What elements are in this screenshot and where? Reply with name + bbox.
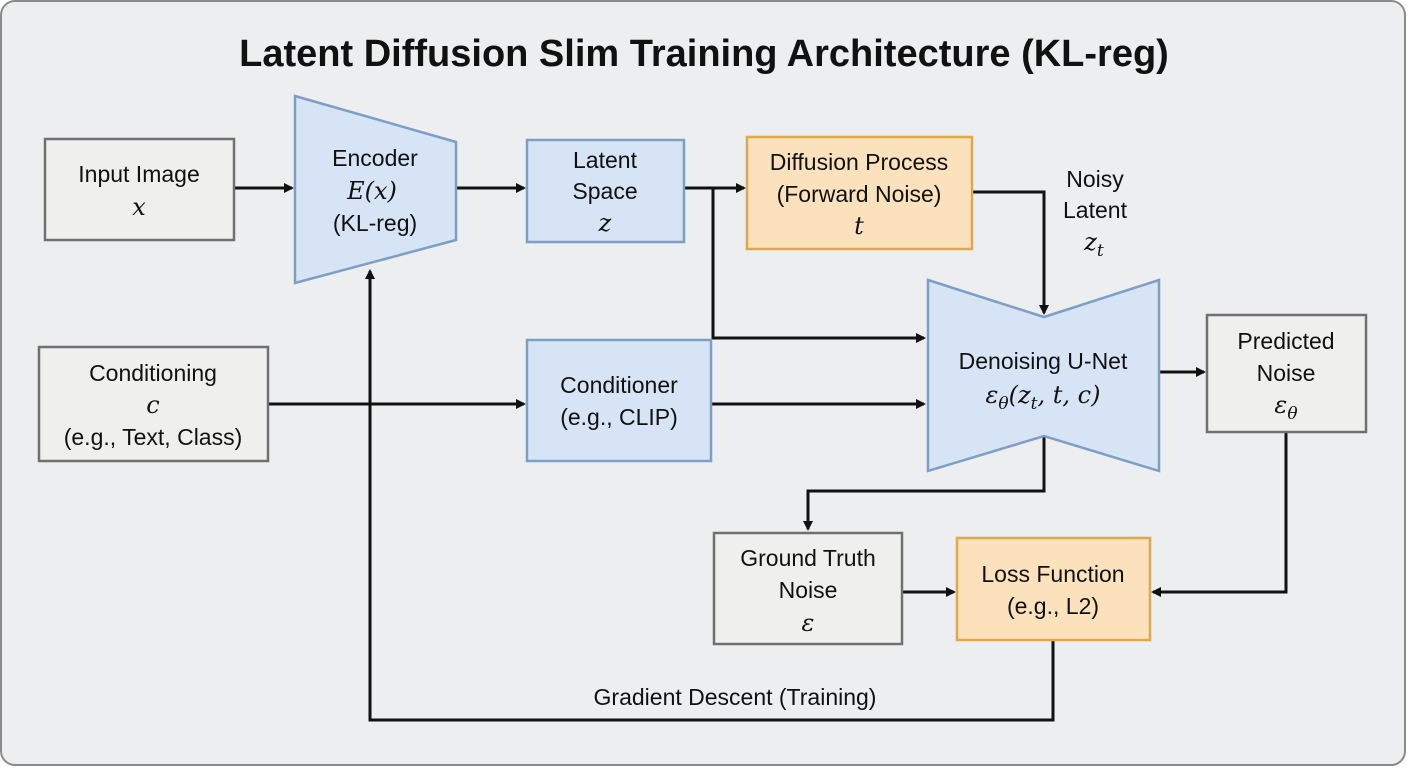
- node-predicted-noise: Predicted Noise εθ: [1205, 313, 1368, 434]
- ground-truth-line2: Noise: [779, 577, 838, 603]
- gradient-descent-label: Gradient Descent (Training): [594, 684, 877, 710]
- input-image-symbol: x: [132, 193, 146, 221]
- edge-gradient-feedback: [365, 269, 1055, 722]
- predicted-noise-box: [1205, 313, 1368, 434]
- noisy-latent-symbol: zt: [1083, 228, 1104, 261]
- edges: [234, 183, 1288, 722]
- predicted-noise-symbol: εθ: [1274, 391, 1297, 424]
- latent-space-symbol: z: [598, 209, 612, 237]
- loss-label: Loss Function: [981, 561, 1124, 587]
- encoder-note: (KL-reg): [333, 210, 417, 236]
- node-encoder: Encoder E(x) (KL-reg): [293, 94, 458, 285]
- edge-diffusion-to-unet: [972, 190, 1049, 315]
- diffusion-box: [745, 135, 974, 251]
- node-latent-space: Latent Space z: [525, 138, 686, 244]
- node-conditioner: Conditioner (e.g., CLIP): [525, 338, 713, 463]
- predicted-noise-eps: ε: [1274, 391, 1287, 419]
- node-input-image: Input Image x: [43, 137, 236, 242]
- unet-shape: [926, 278, 1161, 473]
- encoder-formula: E(x): [346, 177, 397, 205]
- latent-space-box: [525, 138, 686, 244]
- unet-z-subscript: t: [1031, 394, 1038, 414]
- predicted-noise-line2: Noise: [1257, 360, 1316, 386]
- encoder-label: Encoder: [332, 145, 418, 171]
- node-denoising-unet: Denoising U-Net εθ(zt, t, c): [926, 278, 1161, 473]
- node-loss-function: Loss Function (e.g., L2): [955, 536, 1152, 642]
- predicted-noise-line1: Predicted: [1237, 328, 1334, 354]
- ground-truth-box: [712, 531, 904, 646]
- node-ground-truth-noise: Ground Truth Noise ε: [712, 531, 904, 646]
- edge-unet-to-ground-truth: [803, 437, 1046, 531]
- input-image-label: Input Image: [78, 161, 199, 187]
- conditioning-symbol: c: [146, 391, 159, 419]
- conditioner-note: (e.g., CLIP): [560, 404, 678, 430]
- diffusion-line2: (Forward Noise): [777, 181, 942, 207]
- conditioner-label: Conditioner: [560, 372, 678, 398]
- unet-label: Denoising U-Net: [959, 348, 1128, 374]
- predicted-noise-subscript: θ: [1287, 404, 1297, 424]
- unet-args-rest: , t, c): [1038, 381, 1101, 409]
- unet-args-open: (: [1009, 381, 1019, 409]
- unet-z: z: [1017, 381, 1031, 409]
- loss-note: (e.g., L2): [1007, 593, 1099, 619]
- conditioning-box: [37, 345, 270, 463]
- node-conditioning: Conditioning c (e.g., Text, Class): [37, 345, 270, 463]
- noisy-latent-label: Noisy Latent zt: [1063, 166, 1128, 261]
- ground-truth-line1: Ground Truth: [740, 545, 876, 571]
- node-diffusion-process: Diffusion Process (Forward Noise) t: [745, 135, 974, 251]
- noisy-latent-line2: Latent: [1063, 197, 1128, 223]
- unet-formula: εθ(zt, t, c): [986, 381, 1101, 414]
- diffusion-line1: Diffusion Process: [770, 149, 949, 175]
- edge-predicted-to-loss: [1151, 432, 1288, 597]
- conditioning-label: Conditioning: [89, 360, 217, 386]
- diffusion-symbol: t: [854, 212, 864, 240]
- noisy-latent-line1: Noisy: [1066, 166, 1124, 192]
- conditioning-note: (e.g., Text, Class): [64, 424, 243, 450]
- input-image-box: [43, 137, 236, 242]
- latent-space-line1: Latent: [573, 147, 638, 173]
- conditioner-box: [525, 338, 713, 463]
- diagram-title: Latent Diffusion Slim Training Architect…: [239, 33, 1169, 75]
- noisy-latent-subscript: t: [1097, 241, 1104, 261]
- ground-truth-symbol: ε: [802, 609, 815, 637]
- edge-latent-to-unet: [711, 188, 926, 343]
- loss-box: [955, 536, 1152, 642]
- unet-eps: ε: [986, 381, 999, 409]
- unet-eps-subscript: θ: [998, 394, 1008, 414]
- encoder-shape: [293, 94, 458, 285]
- noisy-latent-z: z: [1083, 228, 1097, 256]
- latent-space-line2: Space: [572, 178, 637, 204]
